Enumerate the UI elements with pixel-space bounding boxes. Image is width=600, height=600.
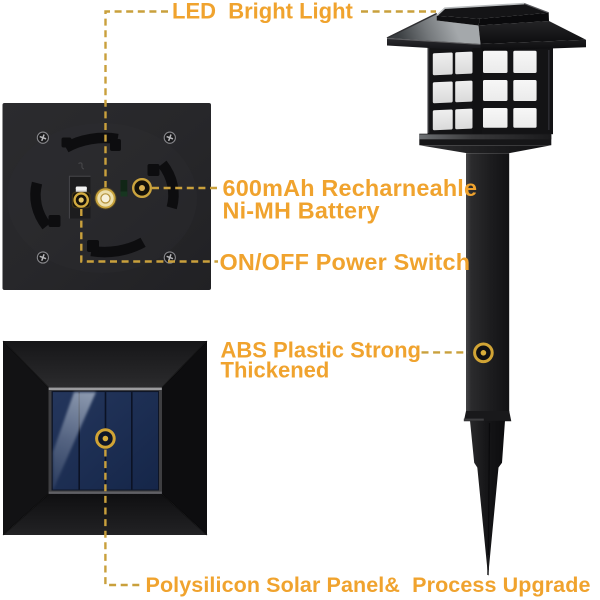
svg-text:LED Bright Light: LED Bright Light [172, 0, 354, 24]
svg-text:ON/OFF Power Switch: ON/OFF Power Switch [220, 249, 471, 275]
svg-text:600mAh Recharneahle: 600mAh Recharneahle [223, 175, 478, 201]
svg-text:ABS Plastic Strong: ABS Plastic Strong [221, 338, 421, 363]
svg-text:Polysilicon Solar Panel& Proc: Polysilicon Solar Panel& Process Upgrade [146, 573, 591, 597]
svg-text:Thickened: Thickened [221, 358, 330, 383]
svg-text:Ni-MH Battery: Ni-MH Battery [223, 198, 380, 224]
